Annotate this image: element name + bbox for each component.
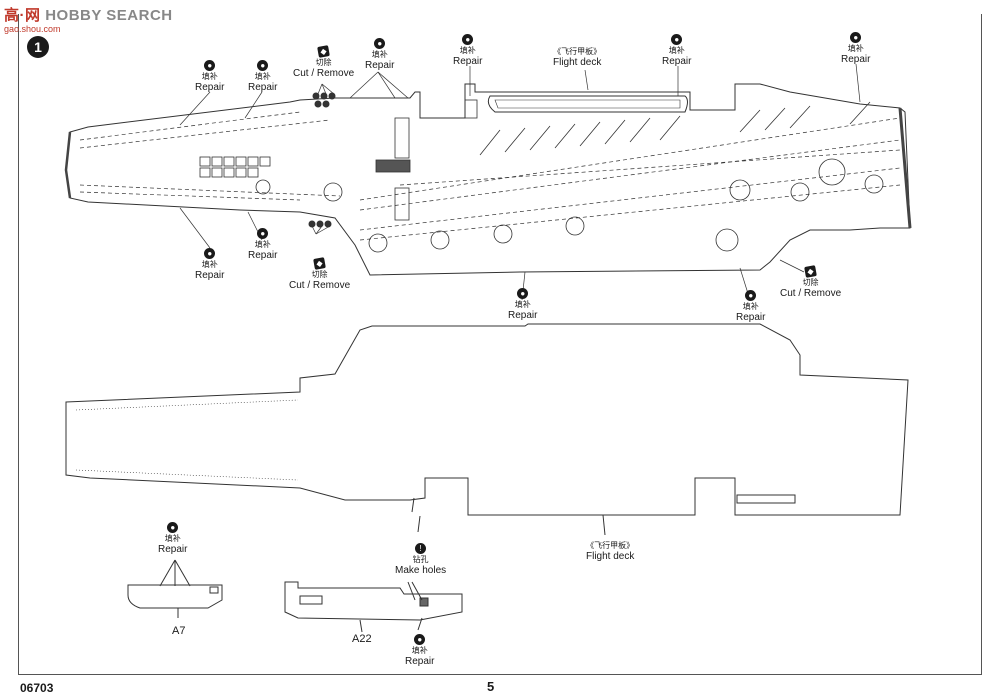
- repair-icon: ●: [204, 248, 216, 259]
- repair-icon: ●: [462, 34, 474, 45]
- drill-icon: !: [415, 543, 427, 554]
- repair-icon: ●: [257, 60, 269, 71]
- label-flight-deck-top: 《飞行甲板》Flight deck: [553, 47, 602, 68]
- repair-icon: ●: [745, 290, 757, 301]
- brand-url: gao.shou.com: [4, 24, 61, 34]
- repair-icon: ●: [257, 228, 269, 239]
- bottom-deck-outline: [65, 323, 909, 516]
- repair-icon: ●: [167, 522, 179, 533]
- part-a7: [127, 584, 223, 609]
- repair-icon: ●: [517, 288, 529, 299]
- repair-icon: ●: [671, 34, 683, 45]
- label-flight-deck-bottom: 《飞行甲板》Flight deck: [586, 541, 635, 562]
- page-frame: [18, 14, 982, 675]
- product-code: 06703: [20, 681, 54, 695]
- repair-icon: ●: [850, 32, 862, 43]
- brand-logo: 高·网 HOBBY SEARCH: [4, 7, 173, 24]
- repair-icon: ●: [204, 60, 216, 71]
- repair-icon: ●: [374, 38, 386, 49]
- step-number-badge: 1: [27, 36, 49, 58]
- page-number: 5: [487, 679, 495, 694]
- repair-icon: ●: [414, 634, 426, 645]
- cut-icon: ◆: [313, 257, 326, 270]
- cut-icon: ◆: [804, 265, 817, 278]
- part-a22: [284, 581, 463, 621]
- part-label-a22: A22: [352, 633, 372, 645]
- top-deck-outline: [65, 83, 911, 276]
- cut-icon: ◆: [317, 45, 330, 58]
- part-label-a7: A7: [172, 625, 186, 637]
